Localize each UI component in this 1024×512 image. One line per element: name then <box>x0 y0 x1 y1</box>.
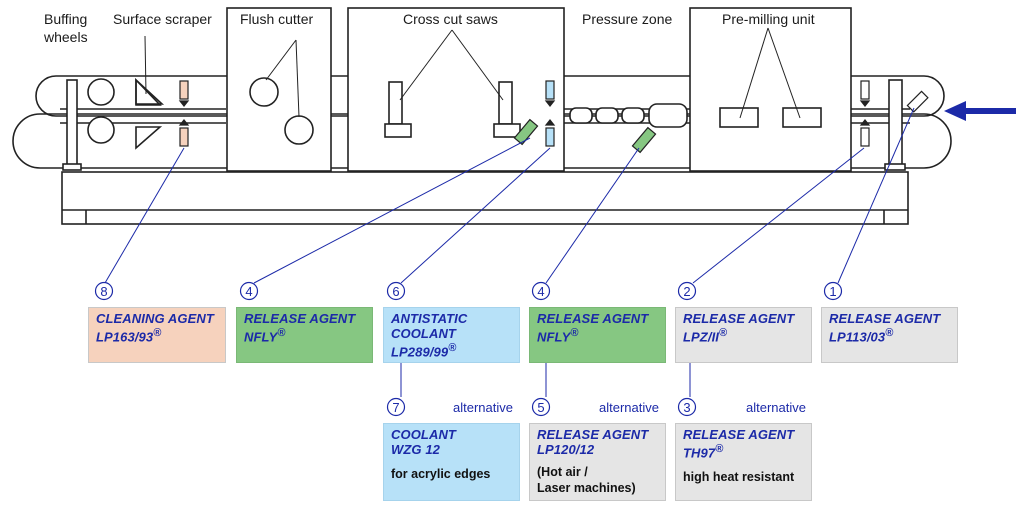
product-code: LP163/93® <box>96 327 162 345</box>
label-surface-scraper: Surface scraper <box>113 11 212 27</box>
alternative-label: alternative <box>453 400 513 415</box>
product-type: COOLANT <box>391 427 456 442</box>
label-wheels: wheels <box>43 29 88 45</box>
label-pre-milling-unit: Pre-milling unit <box>722 11 815 27</box>
product-box-release-agent-lpz: RELEASE AGENT LPZ/II® <box>675 307 812 363</box>
product-code: WZG 12 <box>391 442 440 457</box>
product-code: TH97® <box>683 443 724 461</box>
product-type: RELEASE AGENT <box>683 427 795 442</box>
end-post <box>884 79 906 171</box>
product-box-release-agent-lp120: RELEASE AGENT LP120/12 (Hot air /Laser m… <box>529 423 666 501</box>
product-box-coolant-wzg: COOLANT WZG 12 for acrylic edges <box>383 423 520 501</box>
product-note: (Hot air /Laser machines) <box>537 465 636 495</box>
surface-scraper <box>135 35 165 150</box>
label-cross-cut-saws: Cross cut saws <box>403 11 498 27</box>
pre-milling-unit <box>689 7 852 172</box>
product-type: RELEASE AGENT <box>244 311 356 326</box>
product-box-release-agent-nfly-2: RELEASE AGENT NFLY® <box>529 307 666 363</box>
product-code: LP120/12 <box>537 442 595 457</box>
label-buffing: Buffing <box>44 11 87 27</box>
product-type-2: COOLANT <box>391 326 456 341</box>
cross-cut-saws-unit <box>347 7 565 172</box>
label-pressure-zone: Pressure zone <box>582 11 672 27</box>
callout-number-2: 2 <box>683 284 690 299</box>
callout-numbers <box>94 281 843 417</box>
product-type: RELEASE AGENT <box>537 427 649 442</box>
product-box-release-agent-th97: RELEASE AGENT TH97® high heat resistant <box>675 423 812 501</box>
callout-number-8: 8 <box>100 284 107 299</box>
alternative-label: alternative <box>599 400 659 415</box>
product-note: for acrylic edges <box>391 467 491 481</box>
callout-number-6: 6 <box>392 284 399 299</box>
callout-number-5: 5 <box>537 400 544 415</box>
flush-cutter-unit <box>226 7 332 172</box>
callout-number-4: 4 <box>245 284 252 299</box>
alternative-label: alternative <box>746 400 806 415</box>
product-code: NFLY® <box>537 327 579 345</box>
product-box-release-agent-lp113: RELEASE AGENT LP113/03® <box>821 307 958 363</box>
product-box-antistatic-coolant: ANTISTATIC COOLANT LP289/99® <box>383 307 520 363</box>
product-code: LP289/99® <box>391 342 457 360</box>
product-type: RELEASE AGENT <box>829 311 941 326</box>
product-code: LP113/03® <box>829 327 894 345</box>
product-code: NFLY® <box>244 327 286 345</box>
product-type: RELEASE AGENT <box>537 311 649 326</box>
product-code: LPZ/II® <box>683 327 728 345</box>
buffing-wheels <box>62 78 115 171</box>
product-box-release-agent-nfly: RELEASE AGENT NFLY® <box>236 307 373 363</box>
machine-base <box>61 171 909 225</box>
leader-lines <box>104 107 915 397</box>
label-flush-cutter: Flush cutter <box>240 11 313 27</box>
product-note: high heat resistant <box>683 470 795 485</box>
callout-number-7: 7 <box>392 400 399 415</box>
product-box-cleaning-agent: CLEANING AGENT LP163/93® <box>88 307 226 363</box>
callout-number-3: 3 <box>683 400 690 415</box>
spray-nozzles <box>178 80 929 154</box>
pressure-rollers <box>569 103 688 128</box>
product-type: CLEANING AGENT <box>96 311 214 326</box>
callout-number-1: 1 <box>829 284 836 299</box>
callout-number-4b: 4 <box>537 284 544 299</box>
product-type: RELEASE AGENT <box>683 311 795 326</box>
feed-direction-arrow <box>944 101 1016 121</box>
product-type: ANTISTATIC <box>391 311 468 326</box>
